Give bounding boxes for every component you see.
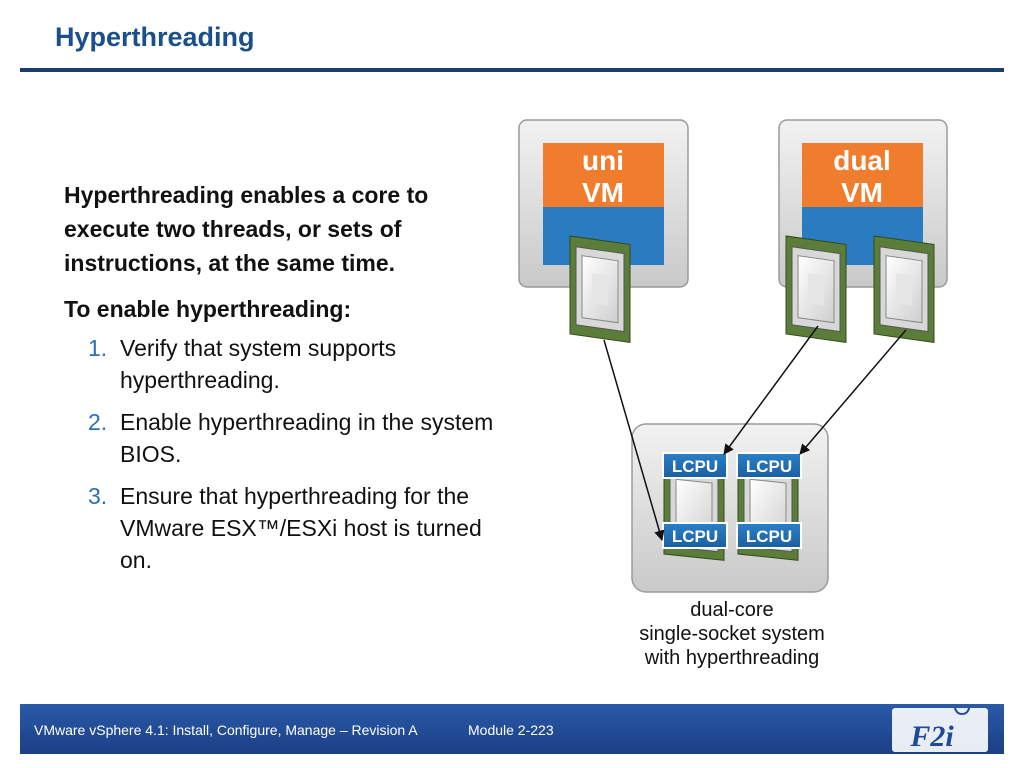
lcpu-badge: LCPU (736, 522, 802, 549)
lcpu-label: LCPU (746, 457, 792, 476)
caption-line: dual-core (690, 599, 774, 621)
mapping-arrow (799, 329, 907, 455)
uni-vm-label-line1: uni (582, 145, 624, 176)
lcpu-badge: LCPU (662, 452, 728, 479)
physical-socket-box: LCPU LCPU LCPU LCPU (631, 423, 829, 593)
dual-vm-label-line1: dual (833, 145, 891, 176)
hyperthreading-diagram: uni VM dual VM (518, 119, 948, 593)
steps-list: 1. Verify that system supports hyperthre… (64, 332, 494, 576)
lcpu-label: LCPU (672, 527, 718, 546)
lcpu-label: LCPU (746, 527, 792, 546)
step-text: Verify that system supports hyperthreadi… (120, 335, 397, 393)
dual-vm-label-line2: VM (841, 177, 883, 208)
vcpu-chip-icon (785, 235, 847, 344)
step-text: Ensure that hyperthreading for the VMwar… (120, 483, 482, 573)
list-item: 1. Verify that system supports hyperthre… (88, 332, 494, 396)
mapping-arrow (603, 339, 665, 542)
step-number: 3. (88, 483, 108, 509)
intro-paragraph: Hyperthreading enables a core to execute… (64, 182, 429, 276)
logo-text: F2i (909, 720, 954, 752)
f2i-logo-icon: F2i (892, 708, 988, 752)
list-item: 3. Ensure that hyperthreading for the VM… (88, 480, 494, 576)
uni-vm-label-line2: VM (582, 177, 624, 208)
module-number: Module 2-223 (468, 722, 554, 738)
slide-title: Hyperthreading (55, 22, 255, 52)
course-title: VMware vSphere 4.1: Install, Configure, … (34, 722, 418, 738)
caption-line: with hyperthreading (644, 647, 820, 669)
lcpu-label: LCPU (672, 457, 718, 476)
lcpu-badge: LCPU (662, 522, 728, 549)
step-number: 2. (88, 409, 108, 435)
slide-footer: VMware vSphere 4.1: Install, Configure, … (20, 704, 1004, 754)
mapping-arrow (723, 325, 819, 455)
enable-heading: To enable hyperthreading: (64, 296, 352, 322)
diagram-caption: dual-core single-socket system with hype… (600, 598, 864, 670)
uni-vm-box: uni VM (518, 119, 689, 288)
step-text: Enable hyperthreading in the system BIOS… (120, 409, 494, 467)
vcpu-chip-icon (569, 235, 631, 344)
slide-body: Hyperthreading enables a core to execute… (64, 178, 494, 586)
title-divider (20, 68, 1004, 72)
caption-line: single-socket system (639, 623, 825, 645)
vcpu-chip-icon (873, 235, 935, 344)
step-number: 1. (88, 335, 108, 361)
list-item: 2. Enable hyperthreading in the system B… (88, 406, 494, 470)
lcpu-badge: LCPU (736, 452, 802, 479)
